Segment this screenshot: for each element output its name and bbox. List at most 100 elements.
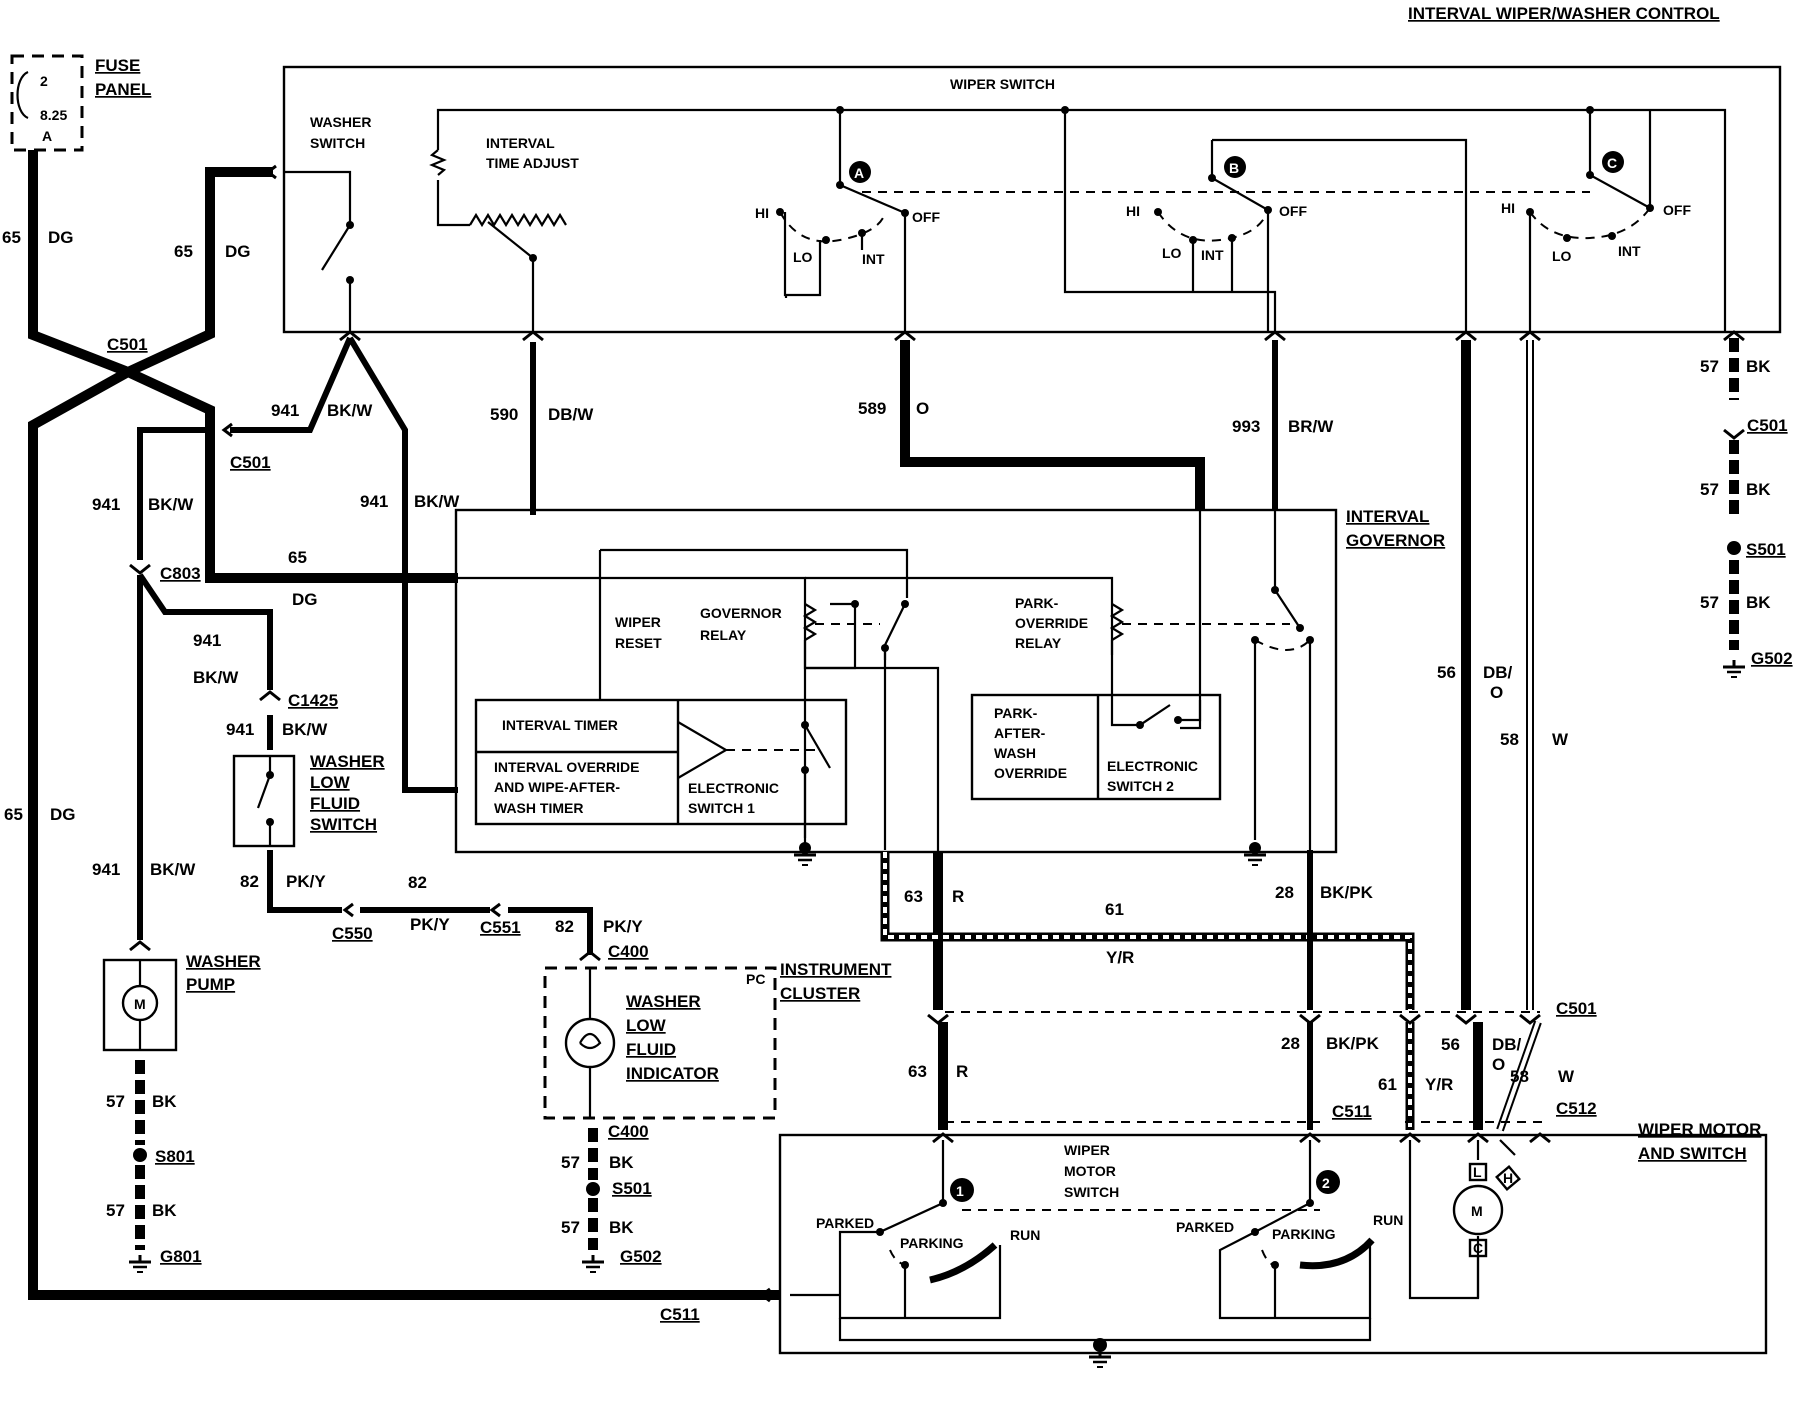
connector-c511-b: C511 bbox=[660, 1305, 700, 1324]
ground-g801: G801 bbox=[160, 1247, 202, 1266]
wire-label-bk-c1: BK bbox=[609, 1153, 634, 1172]
wire-label-dbw: DB/W bbox=[548, 405, 594, 424]
wiper-motor-label: M bbox=[1471, 1203, 1483, 1219]
connector-c550: C550 bbox=[332, 924, 373, 943]
ground-g502-r: G502 bbox=[1751, 649, 1793, 668]
wire-label-58-b: 58 bbox=[1510, 1067, 1529, 1086]
pos-parking-2: PARKING bbox=[1272, 1226, 1336, 1242]
pos-int-b: INT bbox=[1201, 247, 1224, 263]
connector-c501-a: C501 bbox=[107, 335, 148, 354]
wire-63-r bbox=[933, 852, 948, 1130]
washer-low-fluid-indicator-lamp bbox=[564, 1017, 616, 1069]
wire-label-61-b: 61 bbox=[1378, 1075, 1397, 1094]
wire-label-pky-c: PK/Y bbox=[603, 917, 643, 936]
interval-override-label-1: INTERVAL OVERRIDE bbox=[494, 759, 639, 775]
wire-label-pky-a: PK/Y bbox=[286, 872, 326, 891]
wiper-motor-switch-label-1: WIPER bbox=[1064, 1142, 1110, 1158]
wire-label-941-c: 941 bbox=[360, 492, 388, 511]
washer-pump-motor-label: M bbox=[134, 996, 146, 1012]
wire-label-941-a: 941 bbox=[271, 401, 299, 420]
wire-label-28-a: 28 bbox=[1275, 883, 1294, 902]
wire-57-bk-cluster bbox=[580, 1128, 606, 1274]
fuse-rating: 8.25 bbox=[40, 107, 67, 123]
connector-c551: C551 bbox=[480, 918, 521, 937]
wire-589-o bbox=[900, 340, 1205, 510]
washer-low-fluid-switch-label-3: FLUID bbox=[310, 794, 360, 813]
marker-a: A bbox=[854, 165, 864, 181]
washer-low-fluid-switch-box bbox=[232, 754, 296, 848]
wire-label-57-c2: 57 bbox=[561, 1218, 580, 1237]
wire-label-bk-r2: BK bbox=[1746, 480, 1771, 499]
wire-label-brw: BR/W bbox=[1288, 417, 1334, 436]
wire-82-pky bbox=[267, 850, 593, 955]
interval-governor-box bbox=[454, 508, 1338, 854]
connector-c501-d: C501 bbox=[1556, 999, 1597, 1018]
pos-int-c: INT bbox=[1618, 243, 1641, 259]
instrument-cluster-pc: PC bbox=[746, 971, 765, 987]
interval-override-label-3: WASH TIMER bbox=[494, 800, 583, 816]
pos-lo-b: LO bbox=[1162, 245, 1182, 261]
wire-label-bk-p2: BK bbox=[152, 1201, 177, 1220]
instrument-cluster-label-1: INSTRUMENT bbox=[780, 960, 892, 979]
motor-terminal-c: C bbox=[1473, 1240, 1483, 1256]
wire-58-w bbox=[1496, 340, 1542, 1132]
wire-label-dg-c: DG bbox=[292, 590, 318, 609]
wire-label-yr-a: Y/R bbox=[1106, 948, 1134, 967]
fuse-panel-box bbox=[10, 54, 84, 152]
wiper-switch-label: WIPER SWITCH bbox=[950, 76, 1055, 92]
interval-time-adjust-label-1: INTERVAL bbox=[486, 135, 555, 151]
washer-switch-label-2: SWITCH bbox=[310, 135, 365, 151]
washer-switch bbox=[284, 170, 354, 332]
park-override-relay-label-3: RELAY bbox=[1015, 635, 1062, 651]
connector-c803: C803 bbox=[160, 564, 201, 583]
connector-c501-r: C501 bbox=[1747, 416, 1788, 435]
switch-c: C bbox=[1526, 106, 1727, 332]
wire-label-bk-r1: BK bbox=[1746, 357, 1771, 376]
fuse-suffix: A bbox=[42, 128, 52, 144]
interval-time-adjust bbox=[429, 108, 840, 332]
pos-parking-1: PARKING bbox=[900, 1235, 964, 1251]
wire-label-56-b: 56 bbox=[1441, 1035, 1460, 1054]
wire-label-57-r2: 57 bbox=[1700, 480, 1719, 499]
connector-c400-b: C400 bbox=[608, 1122, 649, 1141]
fuse-panel-label-1: FUSE bbox=[95, 56, 140, 75]
washer-low-fluid-indicator-label-3: FLUID bbox=[626, 1040, 676, 1059]
park-after-wash-label-2: AFTER- bbox=[994, 725, 1046, 741]
wire-label-82-a: 82 bbox=[240, 872, 259, 891]
fuse-element bbox=[16, 70, 29, 120]
wire-label-941-e: 941 bbox=[226, 720, 254, 739]
splice-s501-r: S501 bbox=[1746, 540, 1786, 559]
wire-label-65-a: 65 bbox=[2, 228, 21, 247]
wiper-switch-box bbox=[282, 65, 1782, 334]
wiper-motor-symbol bbox=[1452, 1184, 1504, 1236]
park-after-wash-label-4: OVERRIDE bbox=[994, 765, 1067, 781]
marker-1: 1 bbox=[956, 1183, 964, 1199]
wire-57-bk-pump bbox=[127, 1060, 153, 1274]
wire-label-57-c1: 57 bbox=[561, 1153, 580, 1172]
pos-off-c: OFF bbox=[1663, 202, 1691, 218]
motor-terminal-l: L bbox=[1473, 1164, 1482, 1180]
wire-label-bkw-d: BK/W bbox=[193, 668, 239, 687]
governor-relay-label-1: GOVERNOR bbox=[700, 605, 782, 621]
wire-label-bkw-e: BK/W bbox=[282, 720, 328, 739]
wire-label-bkw-a: BK/W bbox=[327, 401, 373, 420]
instrument-cluster-box bbox=[543, 966, 777, 1120]
interval-governor-label-1: INTERVAL bbox=[1346, 507, 1429, 526]
wire-label-bk-r3: BK bbox=[1746, 593, 1771, 612]
connector-c400-a: C400 bbox=[608, 942, 649, 961]
wiper-reset-label-1: WIPER bbox=[615, 614, 661, 630]
wire-label-bkw-b: BK/W bbox=[148, 495, 194, 514]
wire-label-w-a: W bbox=[1552, 730, 1569, 749]
wire-label-65-c: 65 bbox=[288, 548, 307, 567]
washer-switch-label-1: WASHER bbox=[310, 114, 371, 130]
wire-label-dbo-a1: DB/ bbox=[1483, 663, 1513, 682]
marker-c: C bbox=[1607, 155, 1617, 171]
washer-pump-label-1: WASHER bbox=[186, 952, 261, 971]
wire-label-589: 589 bbox=[858, 399, 886, 418]
ground-g502-c: G502 bbox=[620, 1247, 662, 1266]
splice-s801: S801 bbox=[155, 1147, 195, 1166]
instrument-cluster-label-2: CLUSTER bbox=[780, 984, 860, 1003]
wire-label-65-b: 65 bbox=[174, 242, 193, 261]
wire-label-941-d: 941 bbox=[193, 631, 221, 650]
